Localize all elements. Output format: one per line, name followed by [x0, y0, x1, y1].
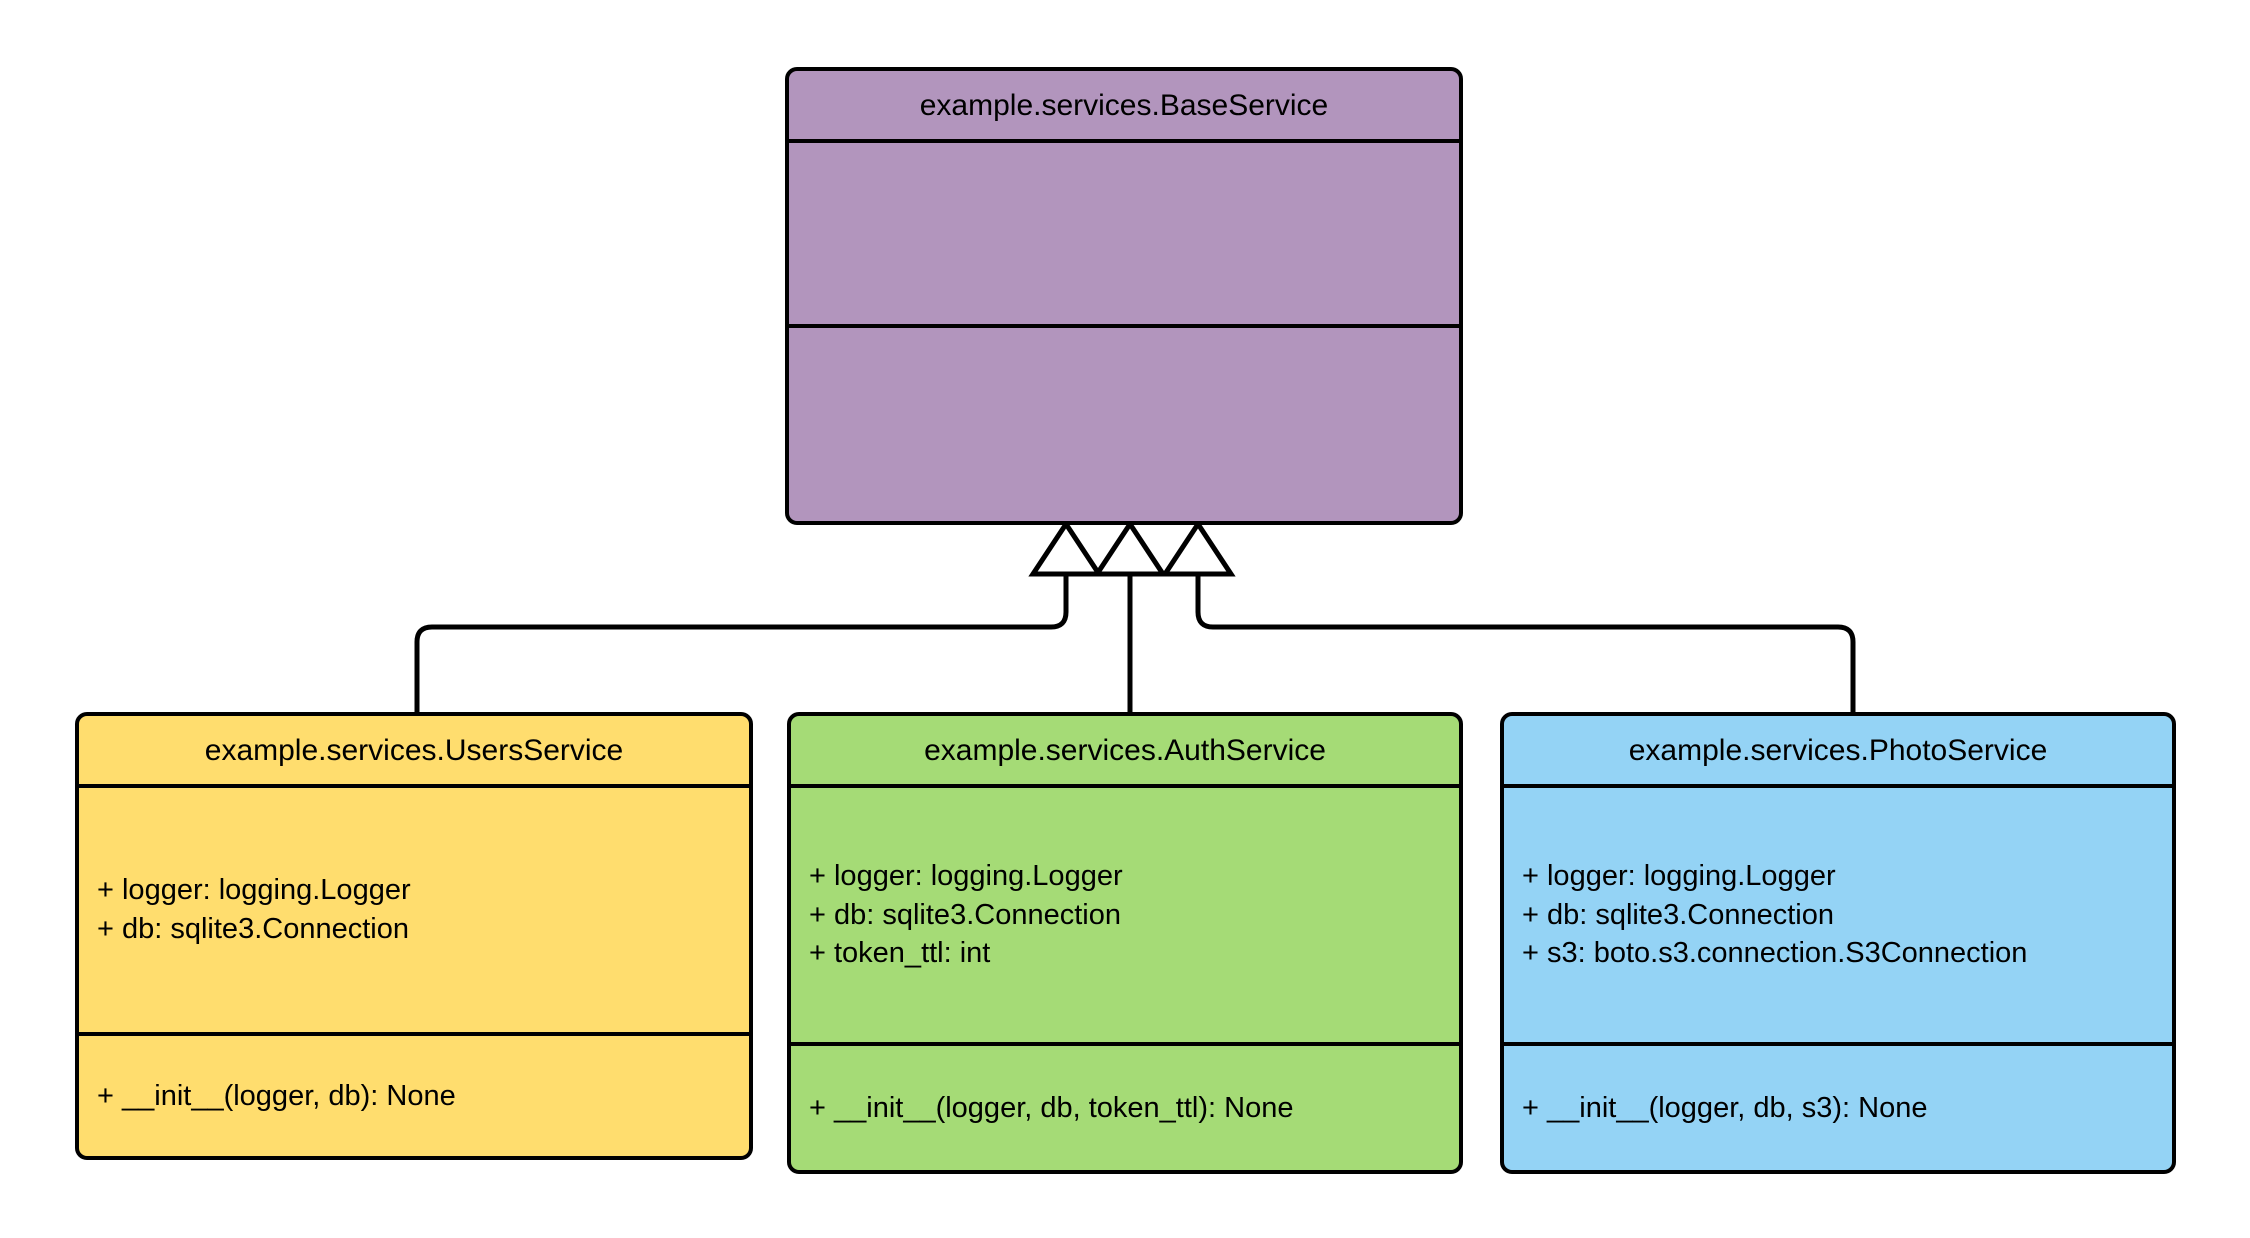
class-name-label: example.services.UsersService: [204, 733, 624, 767]
attribute-item: + logger: logging.Logger: [97, 874, 411, 907]
edge-users-base: [414, 519, 1104, 712]
class-operations-auth-service: + __init__(logger, db, token_ttl): None: [791, 1046, 1459, 1170]
class-name-label: example.services.PhotoService: [1628, 733, 2048, 767]
class-attributes-users-service: + logger: logging.Logger + db: sqlite3.C…: [79, 788, 749, 1036]
operation-item: + __init__(logger, db, s3): None: [1522, 1091, 1928, 1124]
class-operations-base-service: [789, 328, 1459, 517]
class-attributes-auth-service: + logger: logging.Logger + db: sqlite3.C…: [791, 788, 1459, 1046]
attribute-item: + logger: logging.Logger: [1522, 860, 1836, 893]
operation-item: + __init__(logger, db): None: [97, 1079, 456, 1112]
class-operations-photo-service: + __init__(logger, db, s3): None: [1504, 1046, 2172, 1170]
class-box-photo-service[interactable]: example.services.PhotoService + logger: …: [1500, 712, 2176, 1174]
attribute-item: + token_ttl: int: [809, 937, 991, 970]
class-title-base-service: example.services.BaseService: [789, 71, 1459, 143]
attribute-item: + db: sqlite3.Connection: [97, 913, 409, 945]
class-box-base-service[interactable]: example.services.BaseService: [785, 67, 1463, 525]
class-box-auth-service[interactable]: example.services.AuthService + logger: l…: [787, 712, 1463, 1174]
class-title-auth-service: example.services.AuthService: [791, 716, 1459, 788]
class-name-label: example.services.AuthService: [924, 733, 1326, 767]
edge-photo-base: [1160, 519, 1856, 712]
class-operations-users-service: + __init__(logger, db): None: [79, 1036, 749, 1156]
edge-auth-base: [1092, 519, 1168, 712]
class-title-photo-service: example.services.PhotoService: [1504, 716, 2172, 788]
attribute-item: + db: sqlite3.Connection: [809, 898, 1121, 931]
operation-item: + __init__(logger, db, token_ttl): None: [809, 1091, 1294, 1124]
class-title-users-service: example.services.UsersService: [79, 716, 749, 788]
class-attributes-base-service: [789, 143, 1459, 328]
class-attributes-photo-service: + logger: logging.Logger + db: sqlite3.C…: [1504, 788, 2172, 1046]
hollow-triangle-arrowhead-photo: [1160, 519, 1236, 577]
class-box-users-service[interactable]: example.services.UsersService + logger: …: [75, 712, 753, 1160]
attribute-item: + logger: logging.Logger: [809, 860, 1123, 893]
hollow-triangle-arrowhead-users: [1028, 519, 1104, 577]
attribute-item: + db: sqlite3.Connection: [1522, 898, 1834, 931]
attribute-item: + s3: boto.s3.connection.S3Connection: [1522, 937, 2028, 970]
class-name-label: example.services.BaseService: [919, 88, 1329, 122]
hollow-triangle-arrowhead-auth: [1092, 519, 1168, 577]
